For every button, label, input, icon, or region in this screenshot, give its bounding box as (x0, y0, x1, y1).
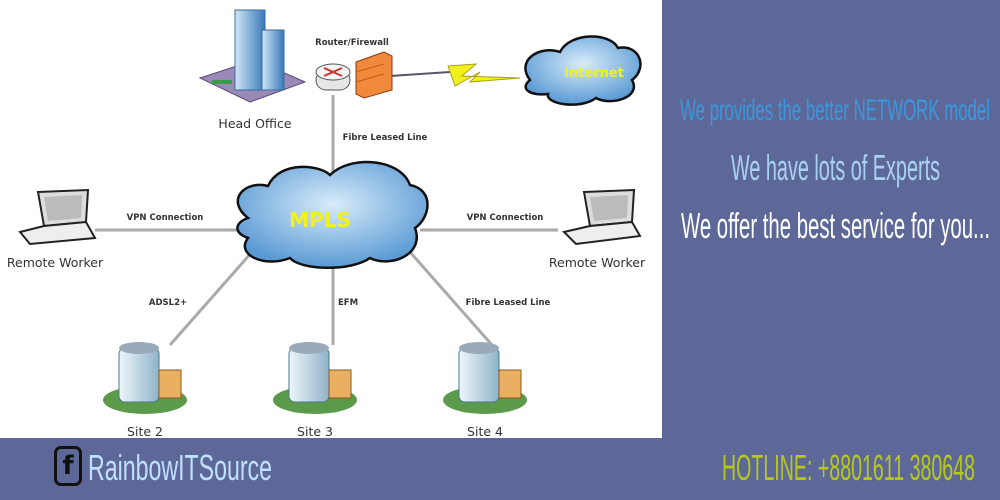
mpls-label: MPLS (289, 208, 351, 232)
remote-worker-left-laptop-icon (18, 188, 97, 246)
remote-worker-right-laptop-icon (562, 188, 642, 246)
head-office-label: Head Office (218, 116, 291, 131)
network-diagram-panel: Head Office Router/Firewall Internet Fib… (0, 0, 662, 439)
efm-label: EFM (338, 298, 358, 308)
site-3-building-icon (273, 342, 357, 414)
brand-name: RainbowITSource (88, 447, 272, 488)
vpn-left-label: VPN Connection (127, 213, 204, 223)
adsl-label: ADSL2+ (149, 298, 187, 308)
remote-worker-right-label: Remote Worker (549, 255, 646, 270)
site-3-label: Site 3 (297, 424, 333, 438)
site-2-building-icon (103, 342, 187, 414)
tagline-network-model: We provides the better NETWORK model (680, 94, 990, 127)
site-4-building-icon (443, 342, 527, 414)
links (95, 95, 558, 346)
firewall-icon (355, 51, 393, 99)
router-icon (315, 63, 351, 91)
head-office-building-icon (198, 9, 307, 103)
network-diagram: Head Office Router/Firewall Internet Fib… (7, 9, 646, 439)
site-4-label: Site 4 (467, 424, 503, 438)
wan-lightning-icon (447, 63, 521, 87)
site-2-label: Site 2 (127, 424, 163, 438)
hotline-number-box: HOTLINE: +8801611 380648 (722, 447, 975, 488)
hotline-number: HOTLINE: +8801611 380648 (722, 447, 975, 488)
fibre-leased-line-label: Fibre Leased Line (343, 133, 428, 143)
tagline-best-service: We offer the best service for you... (681, 205, 990, 246)
fibre-site4-label: Fibre Leased Line (466, 298, 551, 308)
tagline-experts: We have lots of Experts (731, 147, 940, 188)
brand-name-box: RainbowITSource (88, 447, 272, 488)
router-firewall-label: Router/Firewall (315, 38, 389, 48)
mpls-cloud-icon (236, 160, 429, 269)
vpn-right-label: VPN Connection (467, 213, 544, 223)
facebook-icon[interactable]: f (54, 446, 82, 486)
internet-cloud-icon (524, 35, 642, 106)
remote-worker-left-label: Remote Worker (7, 255, 104, 270)
tagline-network-model-box: We provides the better NETWORK model (680, 94, 990, 127)
tagline-experts-box: We have lots of Experts (731, 147, 940, 188)
tagline-best-service-box: We offer the best service for you... (681, 205, 990, 246)
internet-label: Internet (564, 66, 624, 81)
